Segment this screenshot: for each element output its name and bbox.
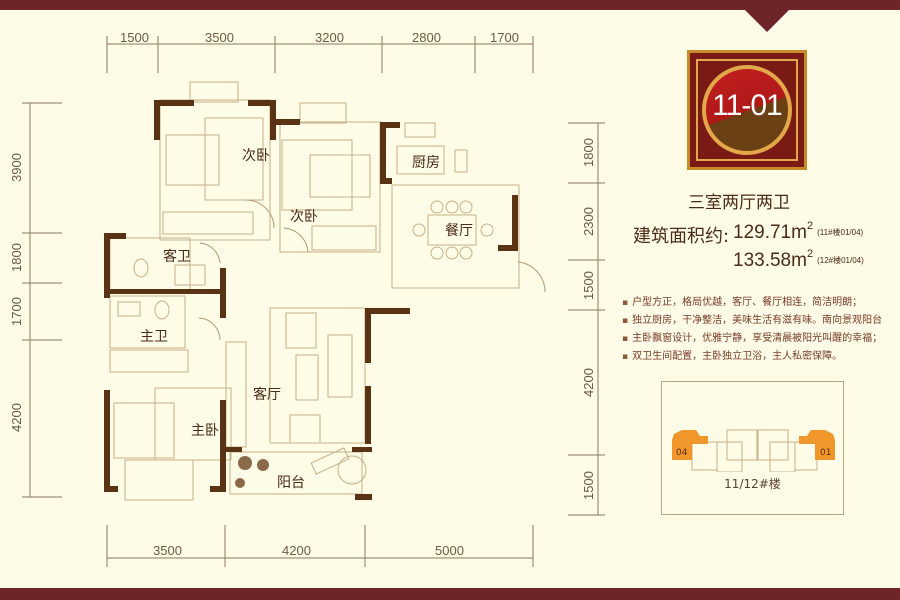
feature-item: 户型方正，格局优越，客厅、餐厅相连，简洁明朗； xyxy=(622,294,882,312)
room-label-master-bath: 主卫 xyxy=(140,329,168,345)
area-value-2-number: 133.58m xyxy=(733,250,807,271)
top-notch-decoration xyxy=(745,10,789,32)
room-label-dining: 餐厅 xyxy=(445,223,473,239)
room-label-balcony: 阳台 xyxy=(277,475,305,491)
dim-left-4: 4200 xyxy=(8,403,24,432)
room-label-bedroom-right: 次卧 xyxy=(290,209,318,225)
dim-right-3: 1500 xyxy=(580,271,596,300)
dim-top-2: 3500 xyxy=(205,30,234,45)
floor-plan-drawing xyxy=(22,36,605,567)
room-label-bedroom-left: 次卧 xyxy=(242,148,270,164)
dim-bottom-3: 5000 xyxy=(435,543,464,558)
key-plan-drawing xyxy=(672,429,835,472)
layout-type: 三室两厅两卫 xyxy=(688,193,790,213)
interior-lines xyxy=(109,81,520,501)
dimension-lines xyxy=(22,36,605,567)
dim-bottom-2: 4200 xyxy=(282,543,311,558)
area-value-1-note: (11#楼01/04) xyxy=(817,228,864,238)
badge-circle xyxy=(702,65,792,155)
area-value-1-sup: 2 xyxy=(806,220,814,232)
dim-top-3: 3200 xyxy=(315,30,344,45)
area-value-1: 129.71m2(11#楼01/04) xyxy=(733,220,864,244)
area-label-text: 建筑面积约 xyxy=(633,226,723,247)
dim-left-2: 1800 xyxy=(8,243,24,272)
feature-item: 独立厨房，干净整洁，美味生活有滋有味。南向景观阳台 xyxy=(622,312,882,330)
feature-item: 主卧飘窗设计，优雅宁静，享受清晨被阳光叫醒的幸福； xyxy=(622,330,882,348)
dim-top-5: 1700 xyxy=(490,30,519,45)
key-plan-unit-01: 01 xyxy=(820,448,832,458)
dim-right-4: 4200 xyxy=(580,368,596,397)
dim-top-4: 2800 xyxy=(412,30,441,45)
door-swings xyxy=(198,199,546,341)
area-value-1-number: 129.71m xyxy=(733,222,807,243)
area-value-2-sup: 2 xyxy=(806,248,814,260)
dim-right-2: 2300 xyxy=(580,207,596,236)
unit-code: 11-01 xyxy=(712,89,783,122)
area-label: 建筑面积约: xyxy=(633,222,729,248)
dim-right-1: 1800 xyxy=(580,138,596,167)
key-plan: 04 01 11/12#楼 xyxy=(661,381,844,515)
feature-item: 双卫生间配置，主卧独立卫浴，主人私密保障。 xyxy=(622,348,882,366)
area-value-2-note: (12#楼01/04) xyxy=(817,256,864,266)
area-label-colon: : xyxy=(723,226,730,247)
feature-list: 户型方正，格局优越，客厅、餐厅相连，简洁明朗； 独立厨房，干净整洁，美味生活有滋… xyxy=(622,294,882,366)
room-label-guest-bath: 客卫 xyxy=(163,249,191,265)
building-label: 11/12#楼 xyxy=(724,477,781,491)
balcony-plants xyxy=(235,456,269,488)
room-label-kitchen: 厨房 xyxy=(412,155,440,171)
bottom-banner-bar xyxy=(0,588,900,600)
badge-ornament-frame xyxy=(696,59,798,161)
top-banner-bar xyxy=(0,0,900,10)
dim-top-1: 1500 xyxy=(120,30,149,45)
room-label-master-bedroom: 主卧 xyxy=(191,423,219,439)
area-value-2: 133.58m2(12#楼01/04) xyxy=(733,248,864,272)
key-plan-unit-04: 04 xyxy=(676,448,688,458)
unit-code-badge: 11-01 xyxy=(687,50,807,170)
dim-left-1: 3900 xyxy=(8,153,24,182)
dim-left-3: 1700 xyxy=(8,297,24,326)
room-label-living: 客厅 xyxy=(253,387,281,403)
walls xyxy=(104,100,518,500)
dim-right-5: 1500 xyxy=(580,471,596,500)
dim-bottom-1: 3500 xyxy=(153,543,182,558)
